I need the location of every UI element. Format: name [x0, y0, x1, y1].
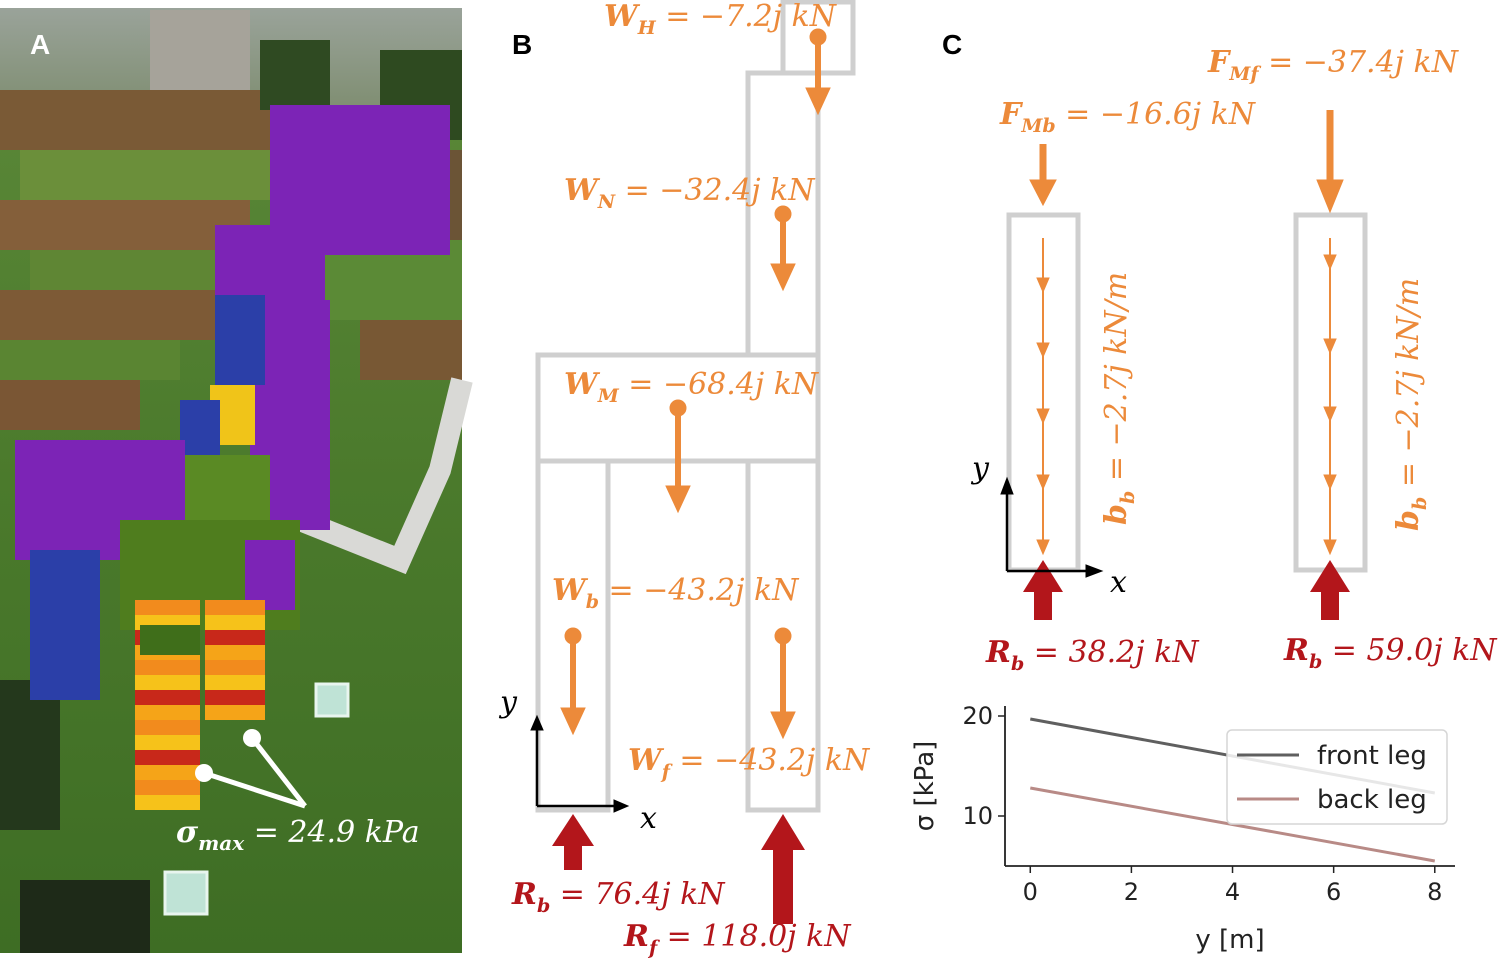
panel-label-b: B: [512, 29, 532, 60]
panel-label-c: C: [942, 29, 962, 60]
x-tick-label: 4: [1225, 878, 1240, 906]
legend-entry: back leg: [1317, 785, 1427, 815]
sea-lantern-block: [314, 682, 350, 718]
back-leg-muscle-load-label: FMb = −16.6j kN: [999, 97, 1257, 137]
max-stress-label: σmax = 24.9 kPa: [176, 815, 420, 855]
front-leg-muscle-load-label: FMf = −37.4j kN: [1207, 45, 1460, 85]
back-leg-weight-arrow: [560, 627, 586, 736]
panel-b-axis-y: y: [498, 685, 518, 720]
panel-a-scene: σmax = 24.9 kPa A: [0, 8, 473, 953]
front-leg-weight-label: Wf = −43.2j kN: [628, 743, 871, 783]
back-leg-body-force-label: bb = −2.7j kN/m: [1099, 272, 1139, 525]
panel-c-axes: [1000, 476, 1104, 578]
leaf-block-bottom: [20, 880, 150, 953]
back-leg-distributed-load: [1036, 238, 1050, 556]
x-tick-label: 6: [1326, 878, 1341, 906]
x-tick-label: 0: [1023, 878, 1038, 906]
panel-c-diagram: C: [910, 29, 1498, 955]
panel-c-axis-y: y: [970, 451, 990, 486]
panel-b-axes: [530, 714, 630, 813]
front-leg-top-load-arrow: [1316, 110, 1344, 214]
back-leg-bottom-reaction-label: Rb = 38.2j kN: [985, 635, 1200, 675]
back-leg-bottom-reaction-arrow: [1023, 560, 1063, 620]
stone-fence: [295, 377, 473, 575]
x-tick-label: 8: [1427, 878, 1442, 906]
front-leg-frame: [745, 458, 821, 813]
back-leg-reaction-label: Rb = 76.4j kN: [511, 877, 726, 917]
front-leg-bottom-reaction-arrow: [1310, 560, 1350, 620]
front-leg-reaction-arrow: [761, 814, 805, 924]
front-leg-reaction-label: Rf = 118.0j kN: [623, 919, 852, 959]
stress-callout: σmax = 24.9 kPa: [176, 729, 420, 855]
chart-y-label: σ [kPa]: [910, 741, 940, 832]
leaf-block-left: [0, 680, 60, 830]
x-tick-label: 2: [1124, 878, 1139, 906]
back-leg-top-load-arrow: [1029, 144, 1057, 207]
back-leg-weight-label: Wb = −43.2j kN: [552, 573, 800, 613]
front-leg-weight-arrow: [770, 627, 796, 740]
head-weight-arrow: [805, 28, 831, 116]
panel-b-diagram: B y x WH = −7: [498, 0, 871, 959]
panel-c-axis-x: x: [1110, 565, 1127, 600]
back-leg-reaction-arrow: [552, 814, 594, 870]
y-tick-label: 20: [962, 702, 993, 730]
back-leg-frame: [535, 458, 611, 813]
stress-chart: 0 2 4 6 8 10 20 front leg back leg y [m] σ [kPa…: [910, 702, 1455, 955]
sea-lantern-block: [163, 870, 209, 916]
panel-label-a: A: [30, 29, 50, 60]
y-tick-label: 10: [962, 802, 993, 830]
body-frame: [535, 0, 856, 813]
legend-entry: front leg: [1317, 741, 1427, 771]
neck-weight-label: WN = −32.4j kN: [564, 173, 816, 213]
neck-weight-arrow: [770, 205, 796, 292]
front-leg-distributed-load: [1323, 238, 1337, 556]
front-leg-bottom-reaction-label: Rb = 59.0j kN: [1283, 633, 1498, 673]
giraffe-model: [15, 105, 450, 810]
chart-ticks: 0 2 4 6 8 10 20: [962, 702, 1442, 906]
torso-weight-arrow: [665, 399, 691, 514]
chart-x-label: y [m]: [1195, 925, 1264, 955]
chart-legend: front leg back leg: [1226, 729, 1448, 825]
head-weight-label: WH = −7.2j kN: [604, 0, 838, 39]
front-leg-body-force-label: bb = −2.7j kN/m: [1391, 278, 1431, 531]
panel-b-axis-x: x: [640, 801, 657, 836]
torso-weight-label: WM = −68.4j kN: [564, 367, 820, 407]
